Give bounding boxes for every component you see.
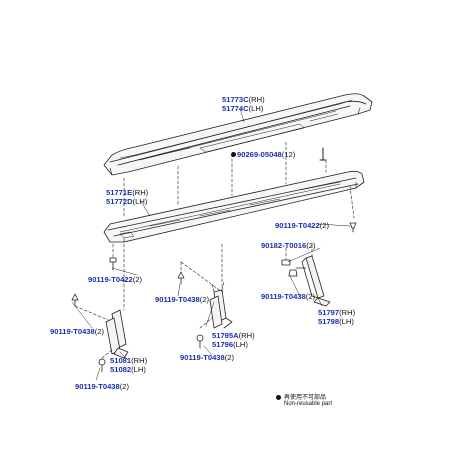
label-bolt-right-lower-pn: 90119-T0438 (261, 292, 306, 301)
label-bolt-left-mid-pn: 90119-T0438 (50, 327, 95, 336)
label-bracket-right-pn-lh: 51798 (318, 316, 340, 326)
step-cover-part (103, 93, 373, 176)
label-bolt-left-lower-pn: 90119-T0438 (75, 382, 120, 391)
label-bracket-left-pn-rh: 51081 (110, 356, 132, 365)
label-step-cover: 51773C(RH) 51774C(LH) (222, 95, 265, 113)
label-step-base-pn-rh: 51771E (106, 188, 133, 197)
label-bolt-right: 90119-T0422(2) (275, 221, 330, 230)
label-bracket-left-pn-lh: 51082 (110, 364, 132, 374)
label-nut-right-pn: 90182-T0016 (261, 241, 307, 250)
bolt-center-lower-part (196, 317, 213, 349)
bolt-left-lower-part (98, 349, 113, 373)
non-reusable-marker (231, 152, 236, 157)
legend-line-2: Non-reusable part (284, 401, 333, 407)
label-bolt-right-pn: 90119-T0422 (275, 221, 320, 230)
nut-right-part (281, 247, 291, 266)
label-screw-top: 90269-05048(12) (237, 150, 296, 159)
screw-top-part (319, 147, 327, 161)
leader-lines (71, 107, 351, 381)
label-step-cover-pn-rh: 51773C (222, 95, 249, 104)
legend-line-1: 再使用不可部品 (284, 395, 327, 401)
bracket-right-part (288, 255, 331, 307)
label-bracket-right: 51797(RH) 51798(LH) (318, 308, 356, 326)
label-bolt-right-lower: 90119-T0438(2) (261, 292, 316, 301)
alignment-lines (123, 141, 355, 219)
label-bolt-center: 90119-T0438(2) (155, 295, 210, 304)
label-bracket-left: 51081(RH) 51082(LH) (110, 356, 148, 374)
bolt-left-mid-part (71, 293, 109, 321)
label-bolt-left-mid: 90119-T0438(2) (50, 327, 105, 336)
label-bolt-center-pn: 90119-T0438 (155, 295, 200, 304)
label-bolt-center-lower-pn: 90119-T0438 (180, 353, 225, 362)
legend: 再使用不可部品 Non-reusable part (276, 392, 332, 407)
legend-dot-icon (276, 394, 281, 400)
label-bracket-center-pn-rh: 51795A (212, 331, 239, 340)
bolt-right-part (349, 222, 357, 233)
label-nut-right: 90182-T0016(2) (261, 241, 316, 250)
label-bracket-center: 51795A(RH) 51796(LH) (212, 331, 255, 349)
label-step-base-pn-lh: 51772D (106, 196, 133, 206)
bracket-guides (123, 243, 313, 311)
bracket-left-part (105, 309, 129, 359)
bracket-center-part (209, 281, 233, 329)
label-bolt-left-upper: 90119-T0422(2) (88, 275, 143, 284)
bolt-center-part (177, 261, 185, 285)
label-bolt-left-lower: 90119-T0438(2) (75, 382, 130, 391)
label-bolt-left-upper-pn: 90119-T0422 (88, 275, 133, 284)
label-bolt-center-lower: 90119-T0438(2) (180, 353, 235, 362)
step-base-part (103, 170, 365, 243)
label-step-cover-pn-lh: 51774C (222, 103, 249, 113)
label-step-base: 51771E(RH) 51772D(LH) (106, 188, 149, 206)
label-bracket-right-pn-rh: 51797 (318, 308, 340, 317)
label-bracket-center-pn-lh: 51796 (212, 339, 234, 349)
bolt-left-upper-part (109, 243, 117, 271)
label-screw-top-pn: 90269-05048 (237, 150, 282, 159)
